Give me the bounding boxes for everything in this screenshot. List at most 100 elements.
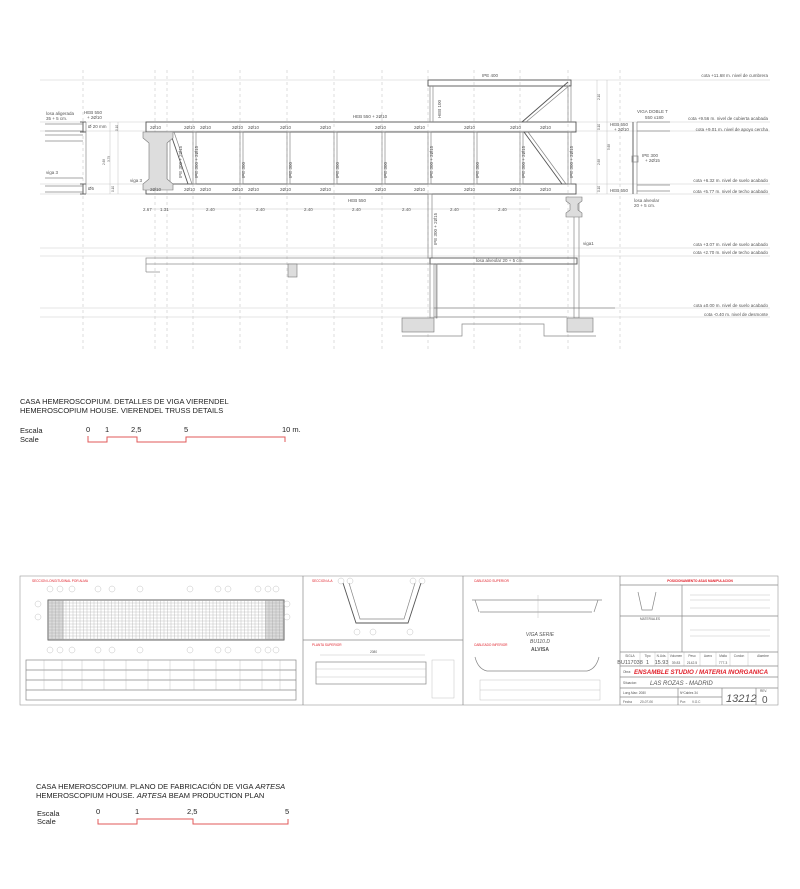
bar-label: 2Ø10: [464, 187, 476, 192]
callout-bubble: [46, 646, 54, 654]
callout-bubble: [46, 585, 54, 593]
cableado-superior-title: CABLEADO SUPERIOR: [474, 579, 510, 583]
callout-bubble: [68, 585, 76, 593]
truss-vertical: [473, 131, 478, 185]
callout-bubble: [283, 600, 291, 608]
dimension-label: 2.40: [256, 207, 265, 212]
planta-superior-panel: PLANTA SUPERIOR 2080: [312, 643, 455, 699]
bar-label: 2Ø10: [150, 187, 162, 192]
title1-line1: CASA HEMEROSCOPIUM. DETALLES DE VIGA VIE…: [20, 397, 229, 406]
truss-vertical: [519, 131, 524, 185]
bottom-chord-label: HEB 550: [348, 198, 367, 203]
truss-vertical: [333, 131, 338, 185]
viga-doble-label: VIGA DOBLE T: [637, 109, 668, 114]
height-dimension: 2.10: [597, 94, 601, 100]
bar-label: 2Ø10: [414, 187, 426, 192]
callout-bubble: [283, 613, 291, 621]
bar-label: 2Ø10: [540, 187, 552, 192]
brand-logo: ALVISA: [531, 647, 549, 653]
rev-value: 0: [762, 695, 768, 706]
ipe-label: IPE 300: [288, 161, 293, 178]
scale1-tick: 0: [86, 425, 90, 434]
bar-label: 2Ø10: [232, 187, 244, 192]
truss-verticals: [166, 131, 572, 259]
title2-line2-suffix: BEAM PRODUCTION PLAN: [167, 791, 265, 800]
callout-bubble: [34, 600, 42, 608]
callout-bubble: [254, 646, 262, 654]
ipe300-right-label: IPE 300: [642, 153, 659, 158]
ipe-labels: IPE 300 + 2Ø15 IPE 300 + 2Ø15 IPE 300 IPE 3…: [178, 145, 574, 245]
ipe-label: IPE 300: [383, 161, 388, 178]
bar-label: 2Ø10: [280, 125, 292, 130]
truss-labels: IPE 400 HEB 100 HEB 550 + 2Ø10 HEB 550 l…: [46, 73, 768, 317]
truss-elevation: IPE 400 HEB 100 HEB 550 + 2Ø10 HEB 550 l…: [40, 70, 770, 350]
dimension-label: 2.40: [304, 207, 313, 212]
viga3-left-label: viga 3: [46, 170, 59, 175]
ipe-label: IPE 300 + 2Ø15: [429, 145, 434, 178]
table-header: Acero: [704, 654, 713, 658]
height-dimension: 0.10: [115, 125, 119, 131]
scale2-tick: 0: [96, 807, 100, 816]
callout-bubble: [186, 646, 194, 654]
viga3-section: [45, 121, 174, 195]
title2-line1-text: CASA HEMEROSCOPIUM. PLANO DE FABRICACIÓN…: [36, 782, 255, 791]
bar-label: 2Ø10: [200, 125, 212, 130]
dense-mesh: [48, 600, 64, 640]
truss-vertical: [239, 131, 244, 185]
top-chord-label: HEB 550 + 2Ø10: [353, 114, 388, 119]
long-section-title: SECCION LONGITUDINAL POR ALMA: [32, 579, 89, 583]
title1-line2: HEMEROSCOPIUM HOUSE. VIERENDEL TRUSS DET…: [20, 406, 223, 415]
ipe-label: IPE 300 + 2Ø15: [521, 145, 526, 178]
scale2-label-en: Scale: [37, 817, 56, 826]
title2-line2: HEMEROSCOPIUM HOUSE. ARTESA BEAM PRODUCT…: [36, 791, 264, 800]
table-header: Volumen: [670, 654, 683, 658]
title2-line2-text: HEMEROSCOPIUM HOUSE.: [36, 791, 137, 800]
callout-bubble: [68, 646, 76, 654]
fecha-label: Fecha: [623, 700, 632, 704]
callout-bubble: [254, 585, 262, 593]
dimension-label: 2.40: [450, 207, 459, 212]
truss-vertical: [286, 131, 291, 185]
callout-bubble: [136, 646, 144, 654]
truss-vertical: [567, 131, 572, 185]
table-header: Cordon: [734, 654, 745, 658]
callout-bubble: [272, 585, 280, 593]
table-header: SIGLA: [625, 654, 635, 658]
bar-label: 2Ø10: [320, 187, 332, 192]
callout-bubble: [224, 646, 232, 654]
height-dimensions: 0.102.690.103.792.100.102.690.105.69: [102, 94, 611, 192]
truss-vertical: [427, 193, 433, 259]
heb550-right-label: HEB 550: [610, 122, 629, 127]
truss-chords: [145, 79, 577, 195]
table-header: Alambre: [757, 654, 769, 658]
level-label: cota +6.32 m. nivel de suelo acabado: [693, 178, 768, 183]
bar-label: 2Ø10: [150, 125, 162, 130]
scale-bar-2: Escala Scale 0 1 2,5 5: [37, 807, 289, 826]
bar-labels: 2Ø10 2Ø10 2Ø10 2Ø10 2Ø10 2Ø10 2Ø10 2Ø10 2Ø10 2Ø10…: [150, 125, 552, 192]
scale1-tick: 5: [184, 425, 188, 434]
table-value: 39.83: [672, 661, 681, 665]
bar-label: 2Ø10: [184, 125, 196, 130]
bar-label: 2Ø10: [320, 125, 332, 130]
callout-bubble: [108, 646, 116, 654]
level-label: cota +2.70 m. nivel de techo acabado: [693, 250, 768, 255]
posicionamiento-title: POSICIONAMIENTO ASAS MANIPULACION: [667, 579, 733, 583]
table-header: N.Uds.: [657, 654, 667, 658]
table-value: BU117038: [617, 660, 643, 666]
cableado-panel: CABLEADO SUPERIOR VIGA SERIE BU110.D ALV…: [472, 579, 602, 701]
level-label: cota -0.40 m. nivel de desmonte: [704, 312, 769, 317]
callout-bubble: [56, 585, 64, 593]
losa-alveolar-dim: 20 + 5 cm.: [634, 203, 655, 208]
title2-line1: CASA HEMEROSCOPIUM. PLANO DE FABRICACIÓN…: [36, 782, 285, 791]
ipe-label: IPE 300: [241, 161, 246, 178]
height-dimension: 0.10: [597, 186, 601, 192]
phi20-label: Ø 20 mm: [88, 124, 107, 129]
heb550-right-bars: + 2Ø10: [614, 127, 629, 132]
lower-structure: [145, 196, 615, 337]
viga1-label: viga1: [583, 241, 594, 246]
heb550-right-bottom: HEB 550: [610, 188, 629, 193]
title2-line1-em: ARTESA: [254, 782, 285, 791]
level-label: cota +5.77 m. nivel de techo acabado: [693, 189, 768, 194]
truss-vertical: [427, 131, 432, 185]
